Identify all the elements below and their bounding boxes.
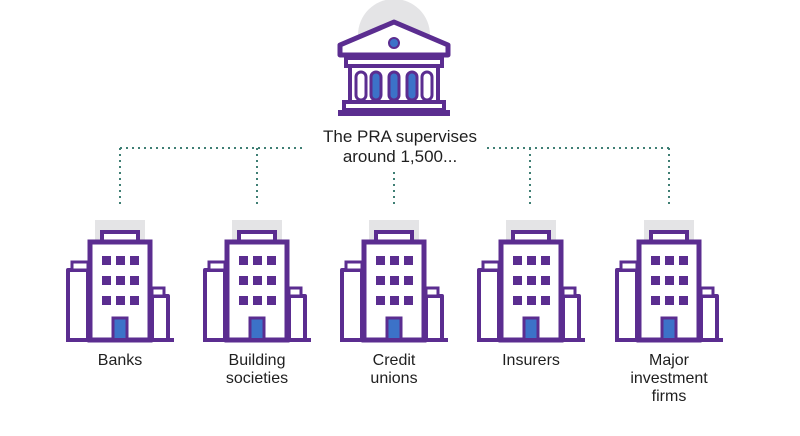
connector-left xyxy=(119,147,305,205)
connector-right xyxy=(487,147,670,205)
category-icons xyxy=(66,220,723,343)
category-label-line: firms xyxy=(651,388,687,405)
office-building-icon xyxy=(615,220,723,343)
category-label-line: investment xyxy=(630,370,708,387)
office-building-icon xyxy=(340,220,448,343)
category-label-line: Insurers xyxy=(502,352,560,369)
category-label-line: Building xyxy=(228,352,286,369)
connector-lines xyxy=(119,147,670,205)
title-line-2: around 1,500... xyxy=(342,147,458,166)
category-label: Banks xyxy=(45,352,195,370)
bank-building-icon xyxy=(337,0,451,116)
title-line-1: The PRA supervises xyxy=(322,127,477,146)
category-label-line: unions xyxy=(370,370,418,387)
category-label-line: Major xyxy=(648,352,689,369)
office-building-icon xyxy=(66,220,174,343)
category-label-line: societies xyxy=(225,370,289,387)
category-label: Insurers xyxy=(456,352,606,370)
office-building-icon xyxy=(477,220,585,343)
diagram-title: The PRA supervises around 1,500... xyxy=(280,127,520,167)
category-label-line: Banks xyxy=(97,352,143,369)
category-label-line: Credit xyxy=(372,352,416,369)
office-building-icon xyxy=(203,220,311,343)
